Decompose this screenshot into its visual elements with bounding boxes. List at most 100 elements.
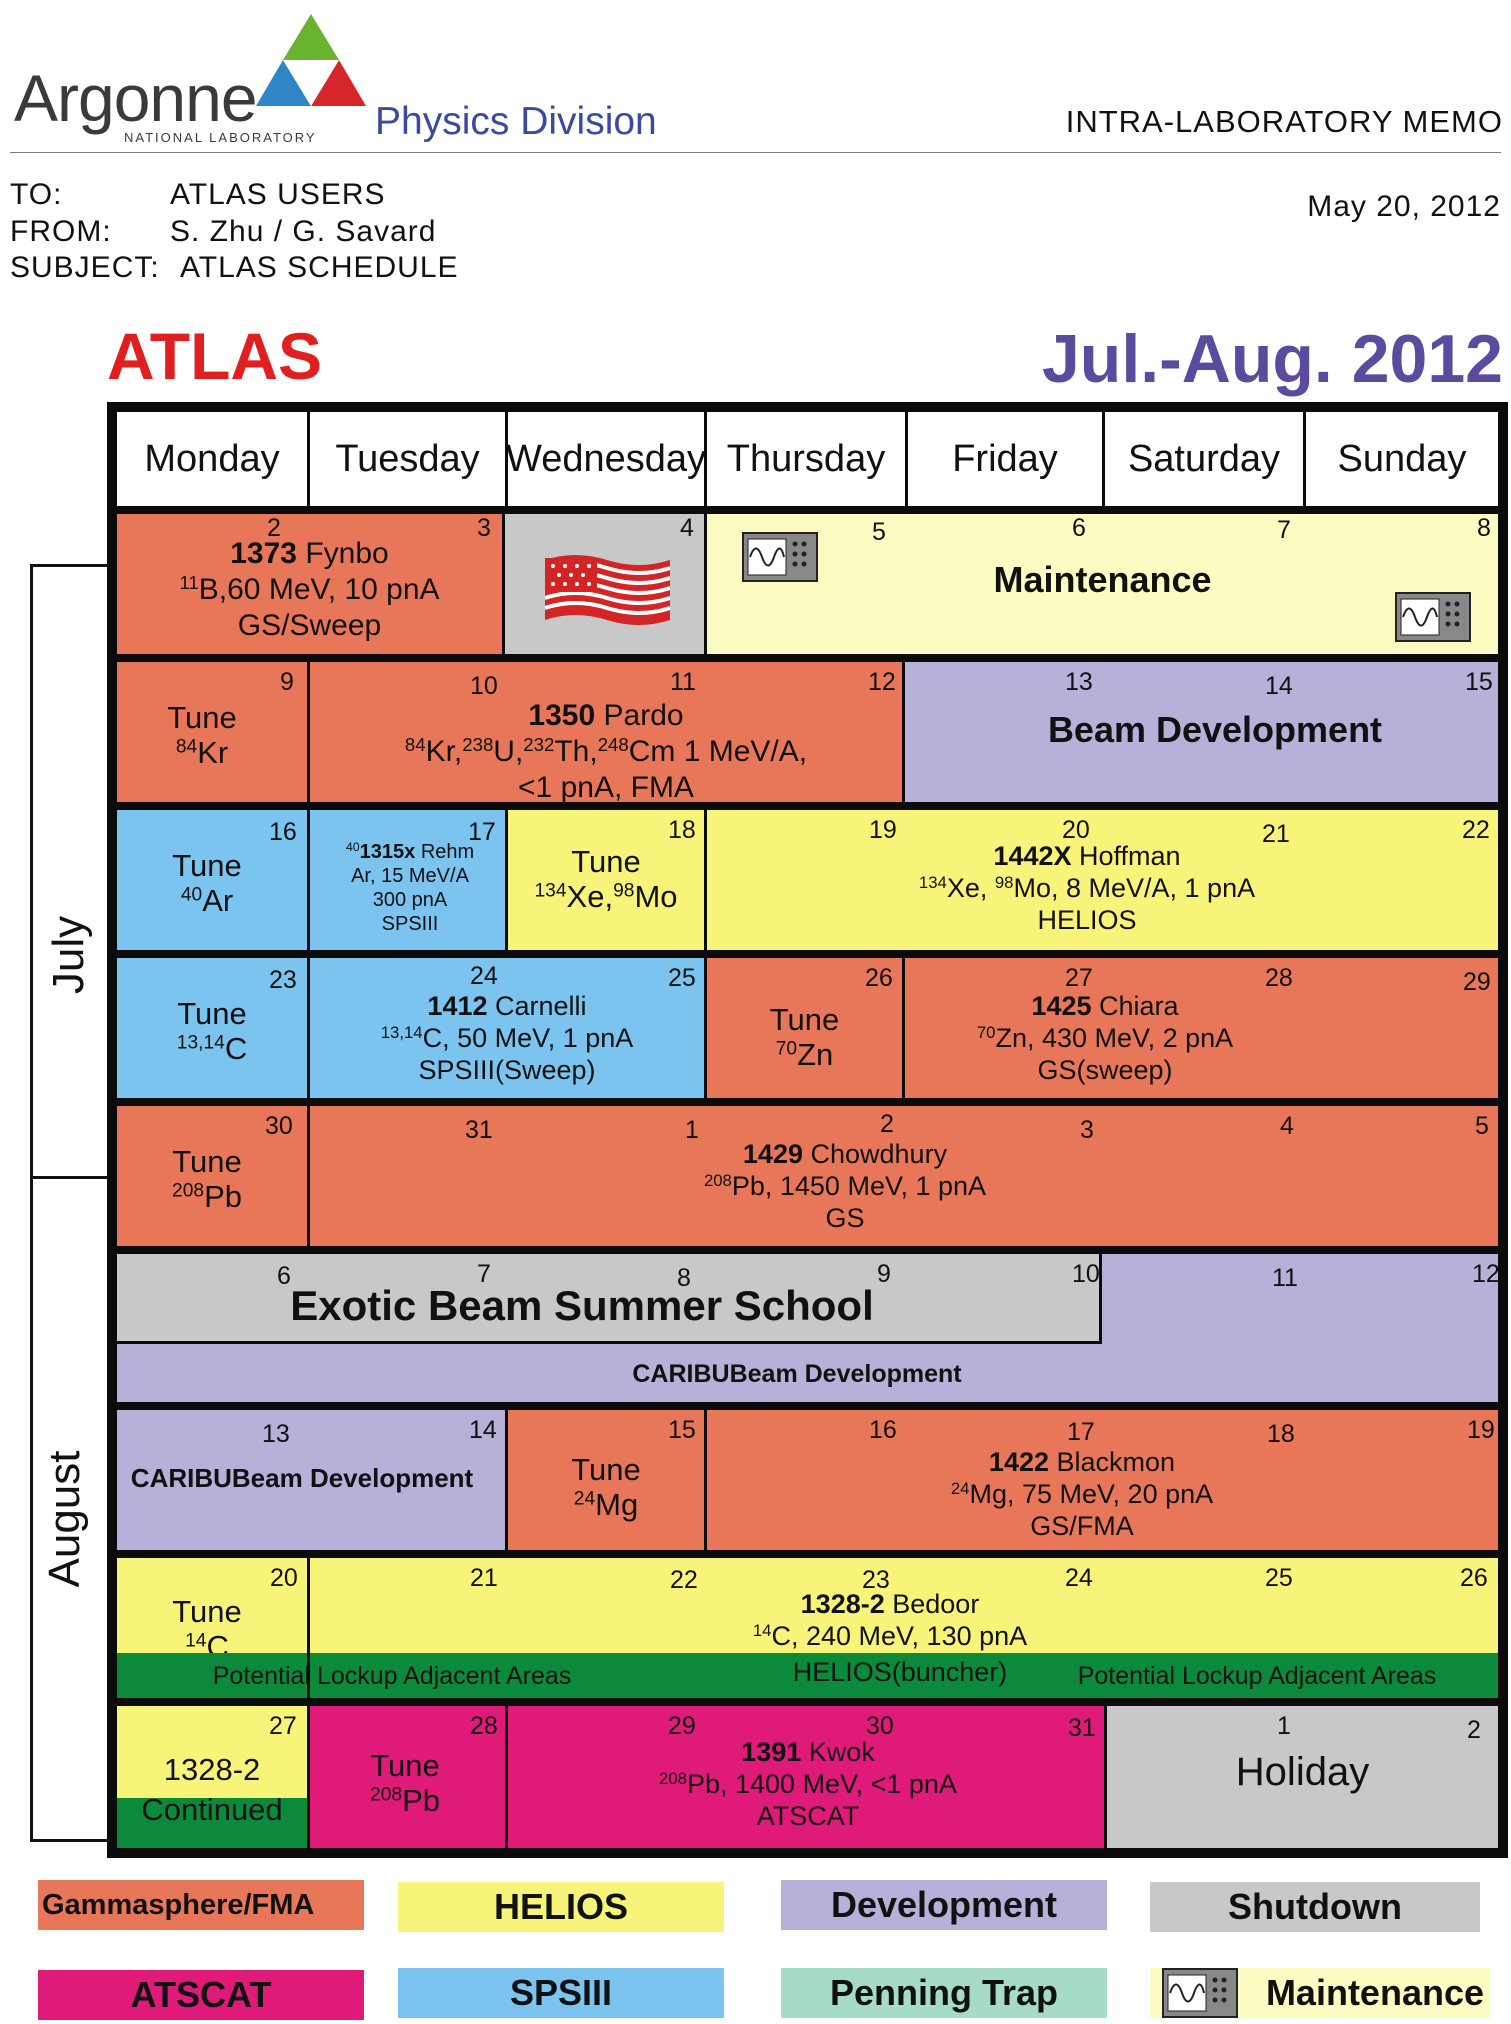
beam-isotope: 84 [404, 733, 426, 755]
tune-element: C [224, 1031, 248, 1066]
block-gammasphere: 16 17 18 19 1422 Blackmon 24Mg, 75 MeV, … [707, 1410, 1498, 1550]
tune-isotope: 70 [775, 1038, 798, 1060]
oscilloscope-icon [742, 532, 818, 582]
block-helios: 20 Tune 14C [117, 1558, 307, 1653]
day-number: 4 [680, 514, 694, 542]
continued-word: Continued [141, 1792, 283, 1827]
legend-label: Maintenance [1265, 1972, 1484, 2013]
day-number: 6 [277, 1262, 291, 1290]
setup-name: GS(sweep) [1037, 1055, 1173, 1085]
beam-isotope: 134 [918, 872, 947, 892]
day-number: 6 [1072, 514, 1086, 542]
block-shutdown: 4 [505, 514, 704, 654]
beam-isotope: 24 [950, 1478, 970, 1498]
day-number: 25 [668, 964, 696, 992]
legend-label: HELIOS [493, 1886, 628, 1927]
setup-name: GS/Sweep [237, 609, 382, 642]
tune-isotope: 84 [175, 736, 198, 758]
logo-subtitle: NATIONAL LABORATORY [124, 130, 317, 145]
beam-isotope: 232 [523, 733, 555, 755]
tune-isotope: 14 [185, 1630, 207, 1652]
memo-subject-label: SUBJECT: [10, 251, 160, 284]
experiment-id: 1422 [988, 1447, 1049, 1477]
day-number: 21 [1262, 820, 1290, 848]
block-atscat: 28 Tune 208Pb [310, 1706, 505, 1848]
legend-spsiii: SPSIII [398, 1968, 724, 2018]
day-number: 19 [869, 816, 897, 844]
tune-word: Tune [172, 848, 242, 883]
tune-label: Tune 13,14C [117, 996, 307, 1066]
experiment-name: Chowdhury [810, 1139, 948, 1169]
july-box [30, 564, 113, 1182]
beam-spec-line2: <1 pnA, FMA [518, 771, 694, 802]
experiment-label: 1412 Carnelli 13,14C, 50 MeV, 1 pnA SPSI… [310, 990, 704, 1086]
setup-name: HELIOS [1037, 905, 1137, 935]
lockup-divider [307, 1558, 310, 1698]
setup-name: SPSIII [381, 913, 439, 935]
tune-element: Ar [202, 883, 234, 918]
block-gammasphere: 15 Tune 24Mg [508, 1410, 704, 1550]
day-number: 5 [872, 518, 886, 546]
day-number: 12 [868, 668, 896, 696]
block-spsiii: 17 401315x Rehm Ar, 15 MeV/A 300 pnA SPS… [310, 810, 505, 950]
oscilloscope-icon [1395, 592, 1471, 642]
beam-isotope: 98 [994, 872, 1014, 892]
legend-label: SPSIII [509, 1972, 613, 2013]
block-gammasphere: 31 1 2 3 4 5 1429 Chowdhury 208Pb, 1450 … [310, 1106, 1498, 1246]
block-gammasphere: 10 11 12 1350 Pardo 84Kr,238U,232Th,248C… [310, 662, 902, 802]
day-number: 14 [1265, 672, 1293, 700]
tune-isotope: 208 [172, 1180, 205, 1202]
experiment-name: Carnelli [495, 991, 587, 1021]
day-number: 7 [477, 1260, 491, 1288]
tune-element: Pb [204, 1179, 242, 1214]
experiment-name: Kwok [808, 1737, 875, 1767]
day-number: 10 [1072, 1260, 1100, 1288]
experiment-label: 1442X Hoffman 134Xe, 98Mo, 8 MeV/A, 1 pn… [857, 840, 1317, 936]
tune-label: Tune 70Zn [707, 1002, 902, 1072]
us-flag-icon [545, 555, 670, 625]
tune-label: Tune 208Pb [310, 1748, 500, 1818]
block-spsiii: 23 Tune 13,14C [117, 958, 307, 1098]
calendar-grid: Monday Tuesday Wednesday Thursday Friday… [107, 402, 1508, 1858]
experiment-label: 1328-2 Bedoor 14C, 240 MeV, 130 pnA [680, 1588, 1100, 1652]
day-number: 14 [469, 1416, 497, 1444]
continued-id: 1328-2 [163, 1752, 261, 1787]
beam-isotope: 13,14 [380, 1022, 423, 1042]
block-development: 13 14 CARIBUBeam Development [117, 1410, 505, 1550]
tune-element: Xe, [566, 879, 614, 914]
tune-element: Pb [402, 1783, 440, 1818]
summer-school-label: Exotic Beam Summer School [290, 1282, 874, 1329]
tune-isotope: 13,14 [176, 1032, 225, 1054]
tune-label: Tune 134Xe,98Mo [508, 844, 704, 914]
day-number: 31 [465, 1116, 493, 1144]
experiment-name: Bedoor [892, 1589, 980, 1619]
setup-name: GS [825, 1203, 865, 1233]
tune-label: Tune 24Mg [508, 1452, 704, 1522]
day-number: 31 [1068, 1714, 1096, 1742]
beam-spec: C, 240 MeV, 130 pnA [771, 1621, 1028, 1651]
block-gammasphere: 2 3 1373 Fynbo 11B,60 MeV, 10 pnA GS/Swe… [117, 514, 502, 654]
beam-spec: C, 50 MeV, 1 pnA [422, 1023, 634, 1053]
experiment-name: Pardo [603, 699, 684, 732]
day-number: 16 [869, 1416, 897, 1444]
tune-element: Mo [634, 879, 678, 914]
beam-isotope: 11 [179, 571, 199, 593]
day-number: 29 [668, 1712, 696, 1740]
day-number: 7 [1277, 516, 1291, 544]
legend-shutdown: Shutdown [1150, 1882, 1480, 1932]
tune-isotope: 208 [370, 1784, 403, 1806]
memo-from-value: S. Zhu / G. Savard [170, 215, 437, 248]
day-header-monday: Monday [117, 412, 307, 506]
lockup-band [117, 1798, 307, 1848]
lockup-label: Potential Lockup Adjacent Areas [1077, 1662, 1437, 1690]
beam-spec: Pb, 1400 MeV, <1 pnA [686, 1769, 957, 1799]
legend-label: Development [830, 1884, 1058, 1925]
tune-label: Tune 208Pb [117, 1144, 297, 1214]
tune-isotope: 98 [613, 880, 635, 902]
day-number: 18 [668, 816, 696, 844]
day-header-tuesday: Tuesday [310, 412, 505, 506]
tune-word: Tune [571, 1452, 641, 1487]
day-number: 23 [862, 1566, 890, 1594]
legend-penning-trap: Penning Trap [781, 1968, 1107, 2018]
day-header-friday: Friday [908, 412, 1102, 506]
